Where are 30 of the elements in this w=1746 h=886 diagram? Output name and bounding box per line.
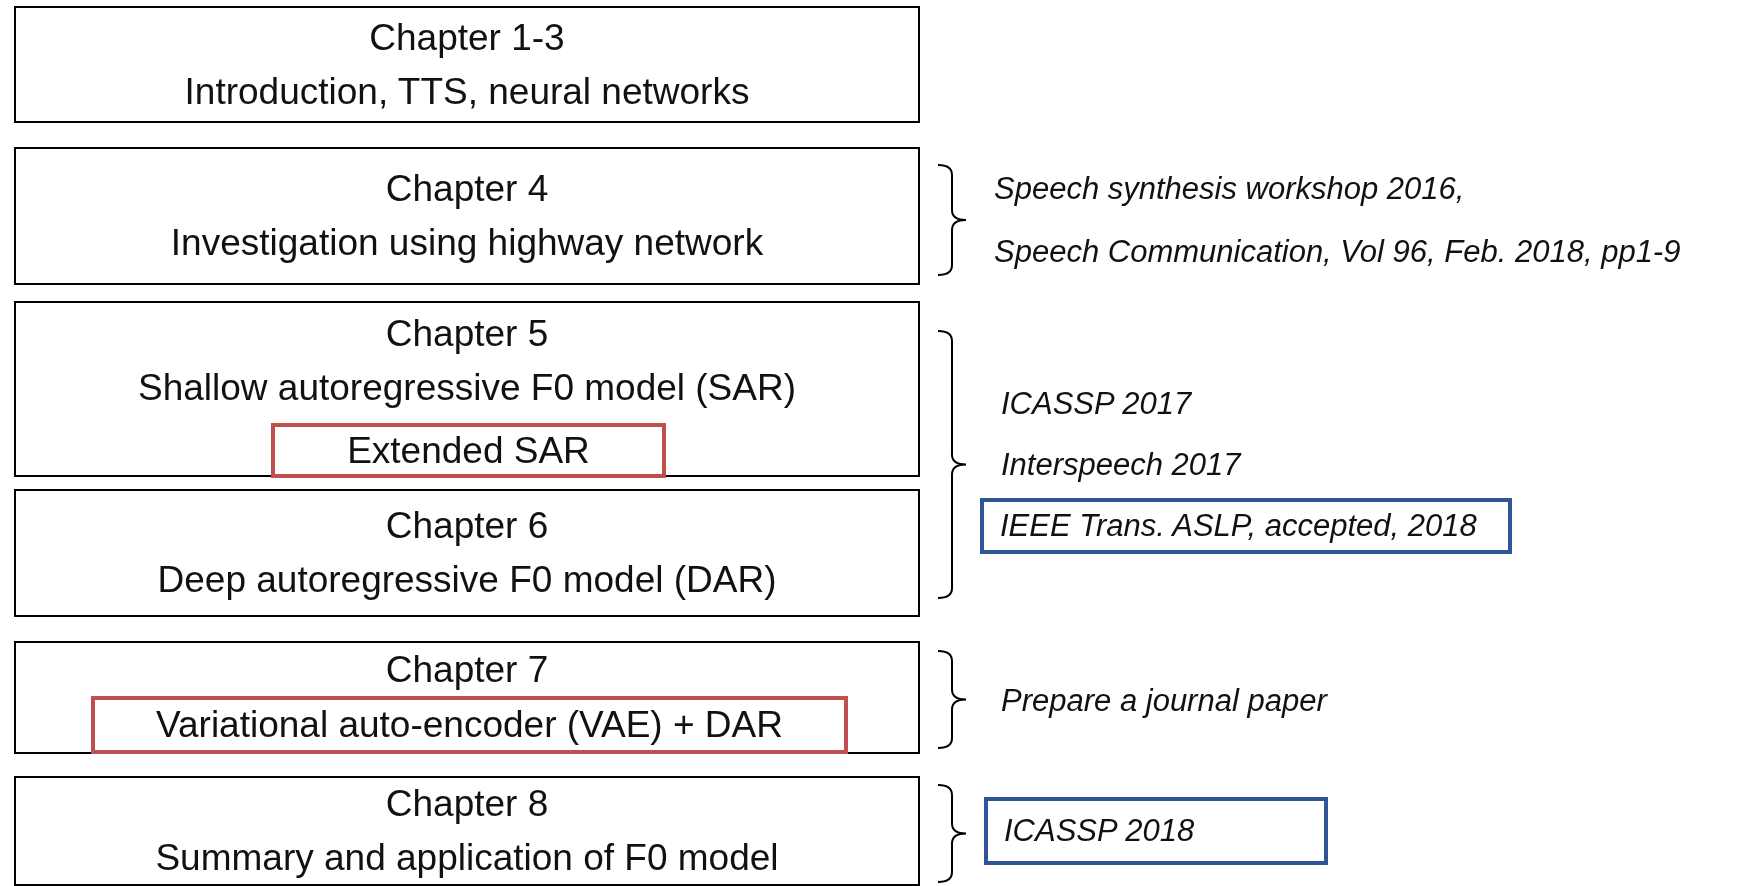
chapter-title: Chapter 7 <box>385 648 549 692</box>
chapter-topic: Variational auto-encoder (VAE) + DAR <box>156 703 783 747</box>
chapter-title: Chapter 4 <box>385 167 549 211</box>
highlight-box <box>980 498 1512 554</box>
chapter-topic: Extended SAR <box>347 428 590 473</box>
chapter-title: Chapter 8 <box>385 782 549 826</box>
chapter-topic: Introduction, TTS, neural networks <box>184 69 750 114</box>
chapter-box <box>14 6 920 123</box>
chapter-topic: Deep autoregressive F0 model (DAR) <box>157 558 777 602</box>
publication-text: Interspeech 2017 <box>1001 447 1241 483</box>
chapter-box <box>14 489 920 617</box>
publication-text: Prepare a journal paper <box>1001 683 1327 719</box>
publication-text: Speech Communication, Vol 96, Feb. 2018, pp1-9 <box>994 234 1681 270</box>
chapter-title: Chapter 5 <box>385 312 549 356</box>
chapter-title: Chapter 6 <box>385 504 549 548</box>
chapter-box <box>14 641 920 754</box>
publication-text: ICASSP 2018 <box>1004 813 1195 849</box>
highlight-box <box>271 423 666 478</box>
highlight-box <box>984 797 1328 865</box>
publication-text: IEEE Trans. ASLP, accepted, 2018 <box>1000 508 1477 544</box>
chapter-topic: Investigation using highway network <box>170 221 764 265</box>
publication-text: Speech synthesis workshop 2016, <box>994 171 1465 207</box>
highlight-box <box>91 696 848 754</box>
chapter-topic: Summary and application of F0 model <box>155 836 779 880</box>
chapter-title: Chapter 1-3 <box>369 15 565 60</box>
chapter-box <box>14 776 920 886</box>
chapter-topic: Shallow autoregressive F0 model (SAR) <box>137 366 797 410</box>
chapter-box <box>14 301 920 477</box>
publication-text: ICASSP 2017 <box>1001 386 1192 422</box>
chapter-box <box>14 147 920 285</box>
